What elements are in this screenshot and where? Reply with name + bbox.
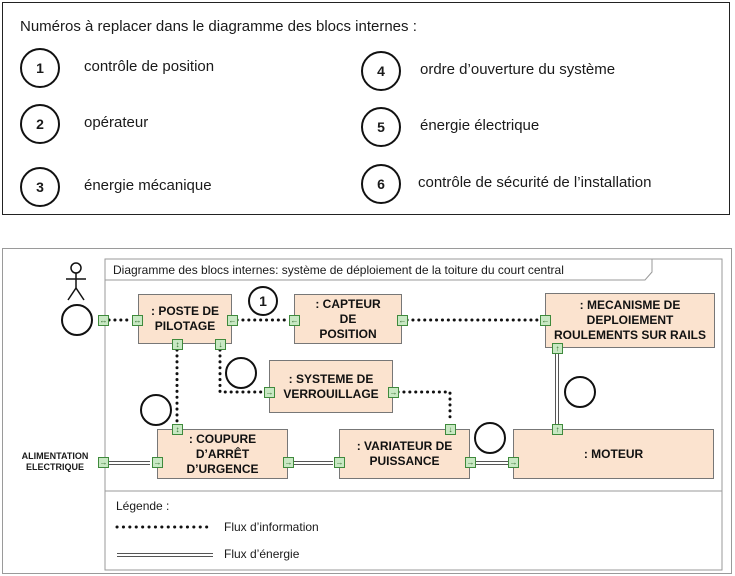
legend-energy-flow: Flux d’énergie (224, 547, 300, 561)
number-circle: 4 (361, 51, 401, 91)
diagram-frame-title: Diagramme des blocs internes: système de… (113, 263, 564, 277)
port-actor: ↔ (98, 315, 109, 326)
answer-circle-variateur-link[interactable] (474, 422, 506, 454)
info-flow-verrouillage-variateur (396, 390, 452, 422)
port-coupure-out: → (283, 457, 294, 468)
diagram-panel (2, 248, 732, 574)
block-moteur: : MOTEUR (513, 429, 714, 479)
block-mecanisme-deploiement: : MECANISME DE DEPLOIEMENT ROULEMENTS SU… (545, 293, 715, 348)
number-label: énergie électrique (420, 117, 540, 134)
port-coupure-in: → (152, 457, 163, 468)
port-variateur-in: → (334, 457, 345, 468)
port-power-source: → (98, 457, 109, 468)
port-verrouillage-left: → (264, 387, 275, 398)
port-moteur-top: ↑ (552, 424, 563, 435)
port-poste-right: ← (227, 315, 238, 326)
number-label: contrôle de position (84, 58, 215, 75)
energy-flow-moteur-mecanisme (555, 354, 559, 426)
port-capteur-left: ← (289, 315, 300, 326)
number-circle: 3 (20, 167, 60, 207)
port-coupure-top: ↕ (172, 424, 183, 435)
block-coupure-arret-urgence: : COUPURE D’ARRÊT D’URGENCE (157, 429, 288, 479)
block-poste-de-pilotage: : POSTE DE PILOTAGE (138, 294, 232, 344)
number-label: opérateur (84, 114, 149, 131)
number-circle: 5 (361, 107, 401, 147)
answer-circle-verrouillage-link[interactable] (225, 357, 257, 389)
answer-circle-actor[interactable] (61, 304, 93, 336)
number-circle: 2 (20, 104, 60, 144)
energy-flow-variateur-moteur (475, 461, 508, 465)
number-label: ordre d’ouverture du système (420, 61, 616, 78)
port-verrouillage-right: → (388, 387, 399, 398)
port-variateur-out: → (465, 457, 476, 468)
port-mecanisme-left: ← (540, 315, 551, 326)
port-capteur-right: ← (397, 315, 408, 326)
frame-title-tab (105, 259, 653, 281)
answer-circle-moteur-link[interactable] (564, 376, 596, 408)
port-mecanisme-bottom: ↑ (552, 343, 563, 354)
placed-number-circle: 1 (248, 286, 278, 316)
port-poste-bottom-right: ↓ (215, 339, 226, 350)
block-systeme-verrouillage: : SYSTEME DE VERROUILLAGE (269, 360, 393, 413)
block-capteur-de-position: : CAPTEUR DE POSITION (294, 294, 402, 344)
port-poste-bottom-left: ↕ (172, 339, 183, 350)
diagram-frame (104, 258, 723, 571)
number-label: contrôle de sécurité de l’installation (418, 174, 652, 191)
information-flows (107, 318, 541, 425)
legend-information-flow: Flux d’information (224, 520, 319, 534)
number-circle: 1 (20, 48, 60, 88)
port-poste-left: ↔ (132, 315, 143, 326)
numbers-panel: Numéros à replacer dans le diagramme des… (2, 2, 730, 215)
power-source-label: ALIMENTATION ELECTRIQUE (21, 451, 89, 472)
energy-flow-coupure-variateur (293, 461, 333, 465)
port-variateur-top: ↓ (445, 424, 456, 435)
block-variateur-puissance: : VARIATEUR DE PUISSANCE (339, 429, 470, 479)
legend-title: Légende : (116, 499, 170, 513)
panel-title: Numéros à replacer dans le diagramme des… (20, 18, 417, 35)
number-circle: 6 (361, 164, 401, 204)
info-flow-poste-verrouillage (218, 348, 266, 394)
port-moteur-in: → (508, 457, 519, 468)
actor-icon (66, 262, 86, 301)
answer-circle-coupure-link[interactable] (140, 394, 172, 426)
number-label: énergie mécanique (84, 177, 212, 194)
